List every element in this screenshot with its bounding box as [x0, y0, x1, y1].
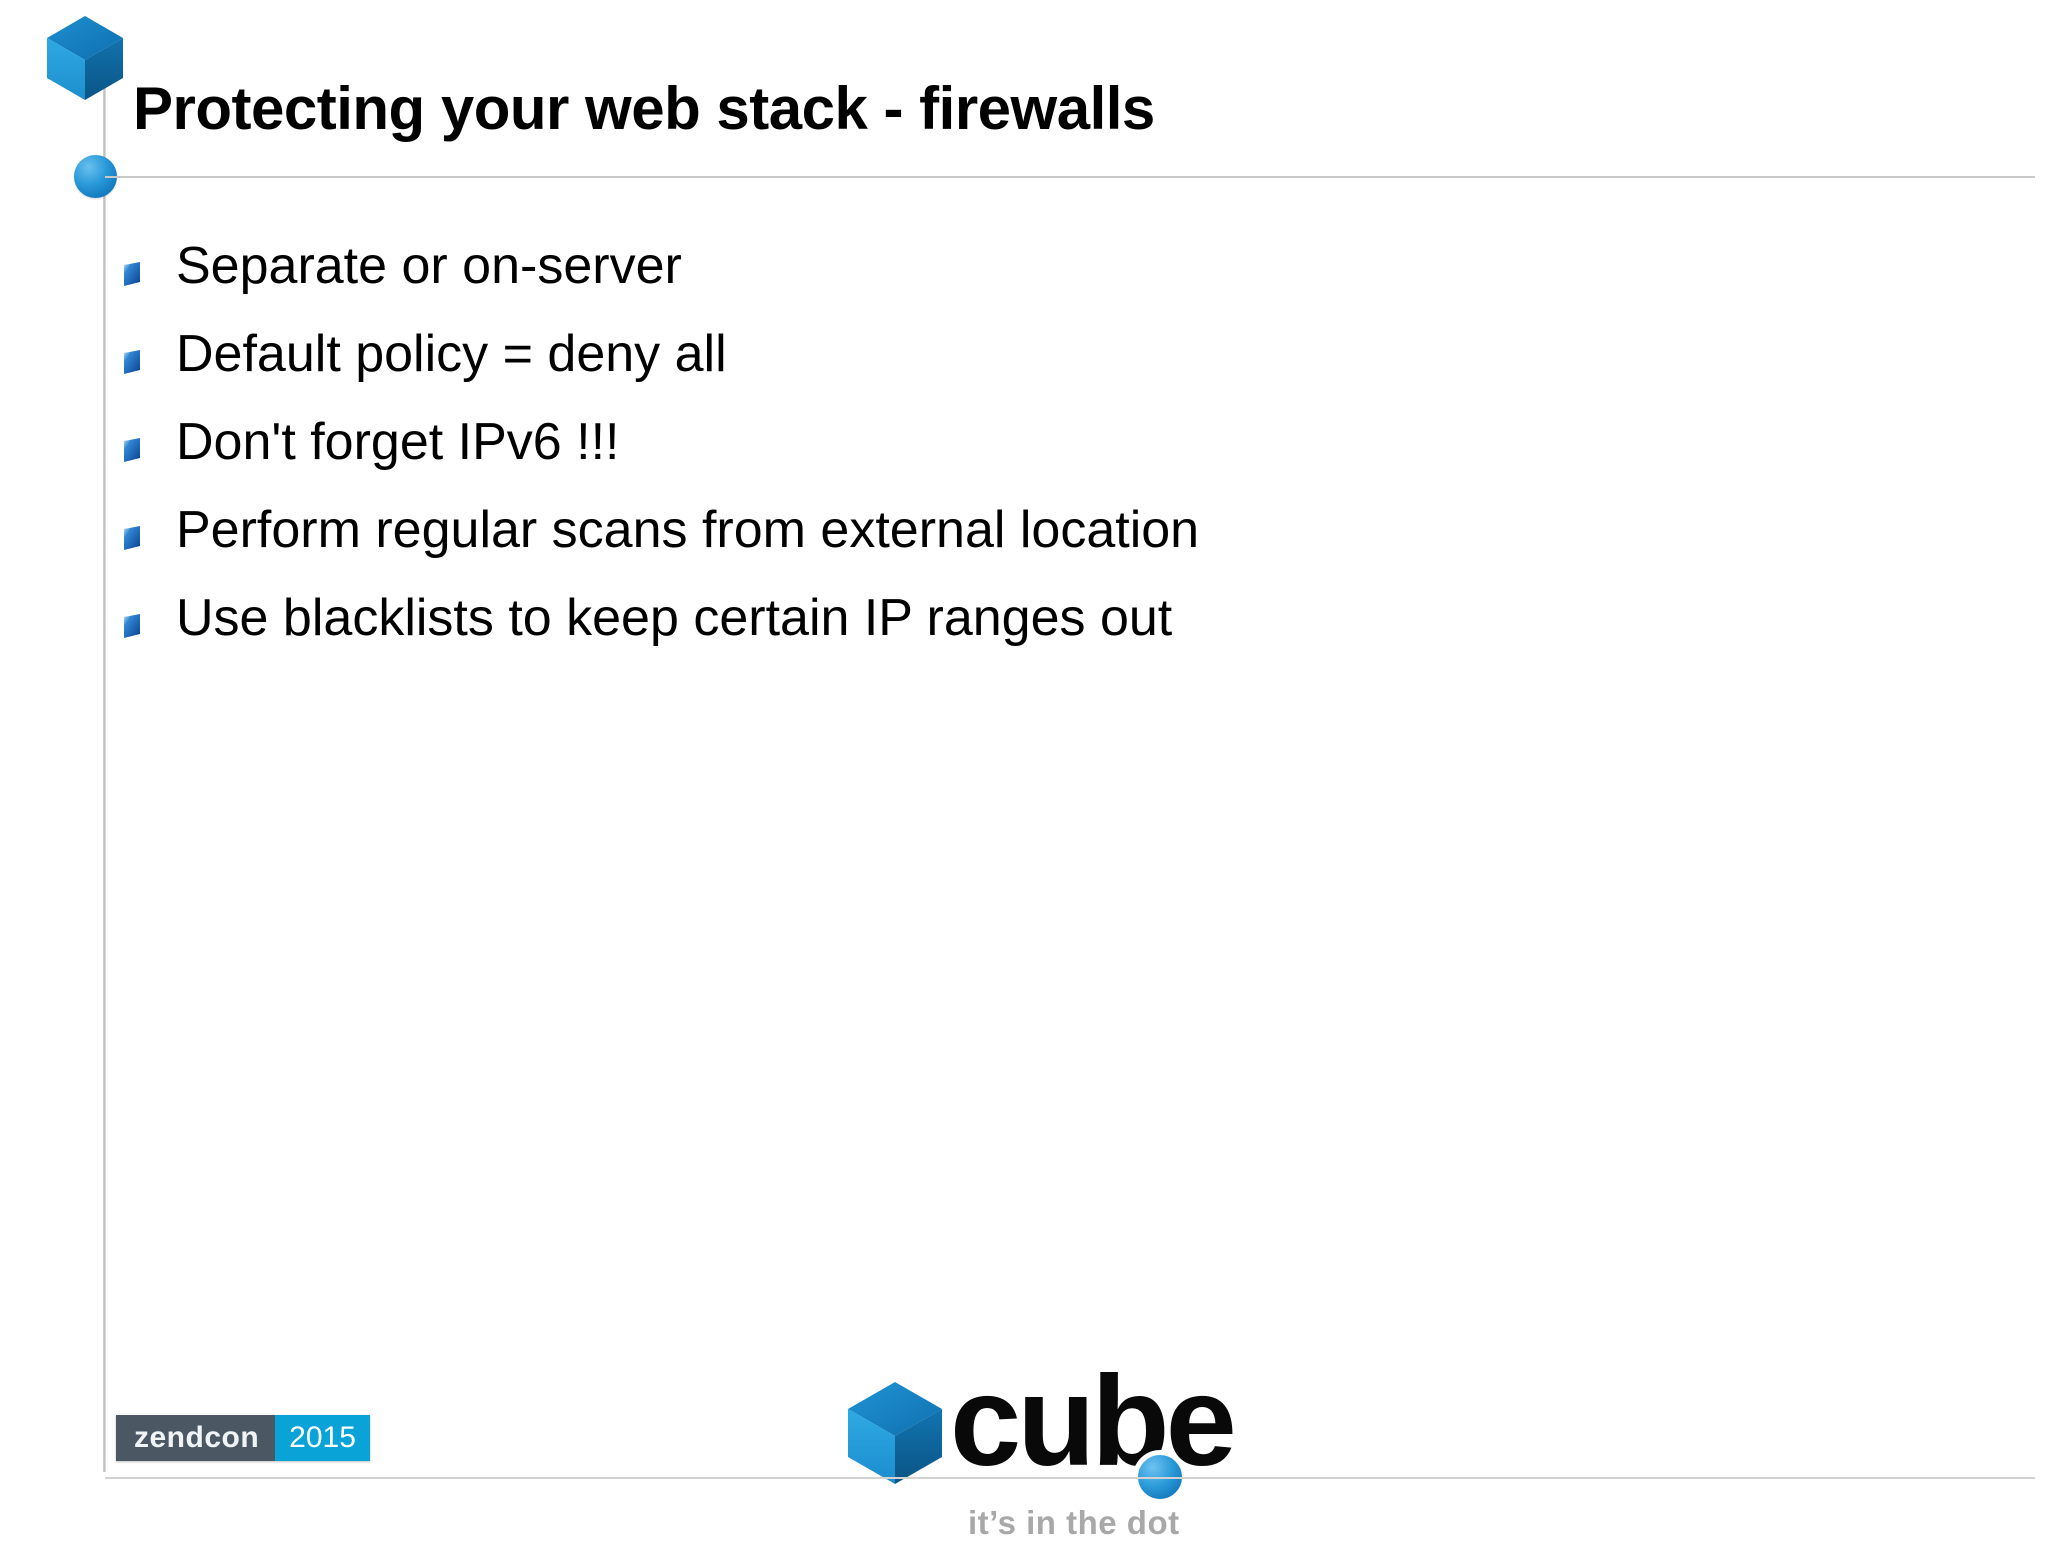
cube-logo-tagline: it’s in the dot: [968, 1504, 1180, 1541]
list-item-label: Don't forget IPv6 !!!: [176, 413, 620, 471]
page-title: Protecting your web stack - firewalls: [133, 75, 1155, 142]
blue-cube-bullet-icon: [122, 262, 143, 286]
zendcon-badge-year: 2015: [275, 1415, 370, 1461]
bullet-list: Separate or on-server Default policy = d…: [122, 236, 1922, 676]
bottom-divider: [105, 1477, 2035, 1479]
list-item: Use blacklists to keep certain IP ranges…: [122, 588, 1922, 676]
list-item: Default policy = deny all: [122, 324, 1922, 412]
left-vertical-rule: [103, 52, 106, 1472]
blue-cube-bullet-icon: [122, 438, 143, 462]
list-item: Separate or on-server: [122, 236, 1922, 324]
list-item-label: Default policy = deny all: [176, 325, 727, 383]
corner-cube-icon: [45, 14, 125, 102]
list-item: Don't forget IPv6 !!!: [122, 412, 1922, 500]
cube-logo-wordmark: cube: [950, 1350, 1237, 1493]
list-item: Perform regular scans from external loca…: [122, 500, 1922, 588]
list-item-label: Separate or on-server: [176, 237, 682, 295]
blue-cube-bullet-icon: [122, 614, 143, 638]
cube-logo-mark-icon: [845, 1380, 945, 1486]
blue-cube-bullet-icon: [122, 526, 143, 550]
zendcon-badge-name: zendcon: [116, 1415, 276, 1461]
title-divider: [105, 176, 2035, 178]
cube-logo: cube it’s in the dot: [845, 1358, 1315, 1539]
blue-cube-bullet-icon: [122, 350, 143, 374]
list-item-label: Perform regular scans from external loca…: [176, 501, 1200, 559]
zendcon-badge: zendcon 2015: [116, 1415, 370, 1461]
list-item-label: Use blacklists to keep certain IP ranges…: [176, 589, 1173, 647]
